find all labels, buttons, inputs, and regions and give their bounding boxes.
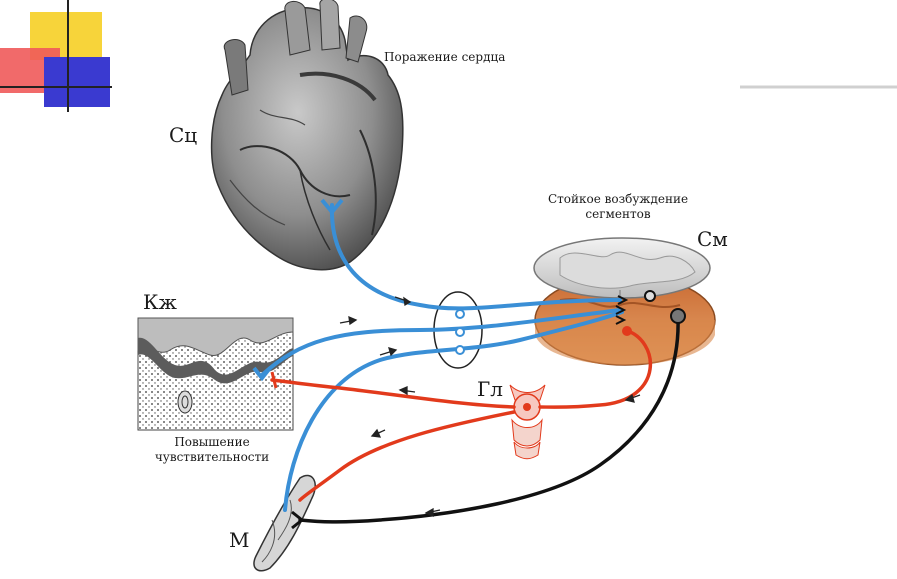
skin-section	[137, 317, 294, 431]
direction-arrows	[339, 296, 641, 517]
sympathetic-pathways	[270, 328, 653, 502]
muscle-label: М	[229, 528, 250, 552]
corner-decoration	[0, 0, 112, 112]
heart-label: Сц	[169, 123, 198, 147]
motor-fiber	[298, 316, 680, 524]
ganglion-icon	[509, 384, 546, 460]
segment-caption-line2: сегментов	[585, 207, 651, 221]
skin-caption-line1: Повышение	[174, 435, 250, 449]
muscle-icon	[253, 474, 316, 572]
ganglion-to-muscle-fiber	[298, 410, 516, 502]
segment-to-ganglion-fiber	[538, 328, 653, 409]
heart-lesion-caption: Поражение сердца	[384, 50, 506, 64]
heart-illustration	[210, 0, 404, 271]
corner-blue-square	[44, 57, 110, 107]
segment-caption: Стойкое возбуждение сегментов	[533, 192, 703, 222]
skin-caption-line2: чувствительности	[154, 450, 270, 464]
segment-label: См	[697, 227, 728, 251]
ganglion-label: Гл	[477, 377, 503, 401]
ganglion-to-skin-fiber	[270, 378, 516, 409]
segment-synapses	[615, 290, 656, 325]
skin-afferent-fiber	[260, 308, 622, 377]
segment-caption-line1: Стойкое возбуждение	[547, 192, 689, 206]
skin-caption: Повышение чувствительности	[147, 435, 277, 465]
muscle-afferent-fiber	[283, 310, 624, 512]
heart-afferent-fiber	[329, 203, 622, 311]
afferent-pathways	[260, 203, 624, 512]
skin-label: Кж	[143, 290, 177, 314]
skin-receptor	[177, 390, 193, 414]
